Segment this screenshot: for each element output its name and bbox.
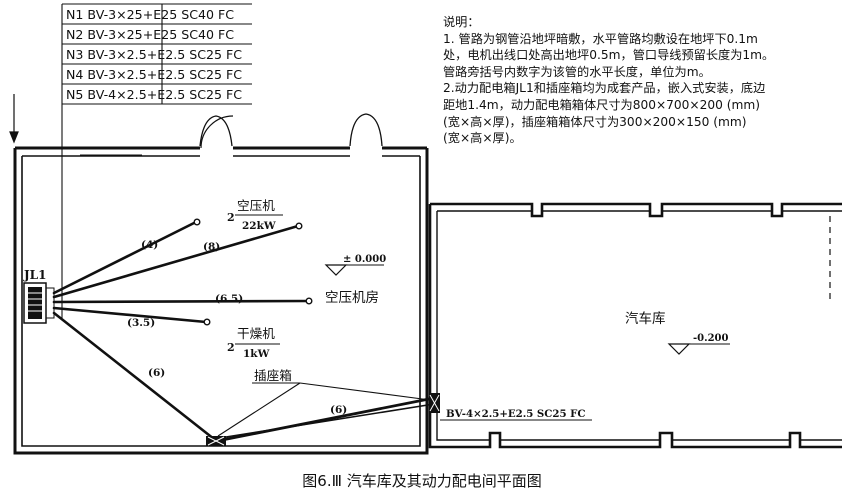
run-length-5: (6) xyxy=(148,367,165,379)
socket-box-label: 插座箱 xyxy=(254,368,292,383)
feeder-n4: N4 BV-3×2.5+E2.5 SC25 FC xyxy=(66,67,242,82)
feeder-labels: N1 BV-3×25+E25 SC40 FC N2 BV-3×25+E25 SC… xyxy=(66,7,242,102)
notes-line: 2.动力配电箱JL1和插座箱均为成套产品，嵌入式安装，底边 xyxy=(443,81,766,96)
figure-caption: 图6.Ⅲ 汽车库及其动力配电间平面图 xyxy=(302,472,542,490)
garage-walls xyxy=(428,202,842,449)
dryer-name: 干燥机 xyxy=(237,326,275,341)
run-length-labels: (4) (8) (6.5) (3.5) (6) (6) xyxy=(127,239,347,416)
notes-line: (宽×高×厚)，插座箱箱体尺寸为300×200×150 (mm) xyxy=(443,114,747,129)
compressor-outlet-1 xyxy=(193,218,201,226)
notes-heading: 说明： xyxy=(443,15,480,29)
notes-line: 1. 管路为钢管沿地坪暗敷，水平管路均敷设在地坪下0.1m xyxy=(443,31,758,46)
feeder-n2: N2 BV-3×25+E25 SC40 FC xyxy=(66,27,234,42)
run-length-6: (6) xyxy=(330,404,347,416)
notes-line: 距地1.4m，动力配电箱箱体尺寸为800×700×200 (mm) xyxy=(443,97,761,112)
room-name-compressor: 空压机房 xyxy=(325,290,379,306)
distribution-panel-jl1 xyxy=(23,282,55,324)
compressor-power: 22kW xyxy=(242,220,276,232)
cable-end-points xyxy=(193,218,313,326)
run-length-3: (6.5) xyxy=(215,293,243,305)
compressor-count: 2 xyxy=(227,211,235,224)
run-length-4: (3.5) xyxy=(127,317,155,329)
elevation-marker-garage: -0.200 xyxy=(667,333,730,355)
compressor-label: 2 空压机 22kW xyxy=(227,198,283,232)
feeder-n3: N3 BV-3×2.5+E2.5 SC25 FC xyxy=(66,47,242,62)
dryer-count: 2 xyxy=(227,341,235,354)
dryer-outlet-1 xyxy=(305,297,313,305)
incoming-supply-arrow xyxy=(9,94,19,144)
feeder-n1: N1 BV-3×25+E25 SC40 FC xyxy=(66,7,234,22)
notes-line: 管路旁括号内数字为该管的水平长度，单位为m。 xyxy=(443,64,711,79)
socket-cable-label: BV-4×2.5+E2.5 SC25 FC xyxy=(446,408,585,420)
notes-line: 处，电机出线口处高出地坪0.5m，管口导线预留长度为1m。 xyxy=(443,48,775,63)
elevation-garage: -0.200 xyxy=(693,333,729,344)
run-length-2: (8) xyxy=(203,241,220,253)
elevation-compressor: ± 0.000 xyxy=(343,254,386,265)
compressor-name: 空压机 xyxy=(237,198,275,213)
run-length-1: (4) xyxy=(141,239,158,251)
feeder-n5: N5 BV-4×2.5+E2.5 SC25 FC xyxy=(66,87,242,102)
socket-box-leader xyxy=(217,382,431,437)
dryer-outlet-2 xyxy=(203,318,211,326)
panel-label: JL1 xyxy=(23,268,46,282)
compressor-outlet-2 xyxy=(295,222,303,230)
dryer-label: 2 干燥机 1kW xyxy=(227,326,280,360)
elevation-marker-compressor: ± 0.000 xyxy=(324,254,386,276)
notes-line: (宽×高×厚)。 xyxy=(443,131,522,146)
feeder-leader-lines xyxy=(61,3,252,318)
room-name-garage: 汽车库 xyxy=(625,310,666,327)
socket-box-bottom xyxy=(206,436,226,446)
compressor-room-walls xyxy=(13,113,429,455)
socket-box-right xyxy=(429,393,440,413)
cable-runs xyxy=(52,220,436,442)
design-notes: 说明： 1. 管路为钢管沿地坪暗敷，水平管路均敷设在地坪下0.1m 处，电机出线… xyxy=(443,14,843,147)
dryer-power: 1kW xyxy=(243,348,270,360)
